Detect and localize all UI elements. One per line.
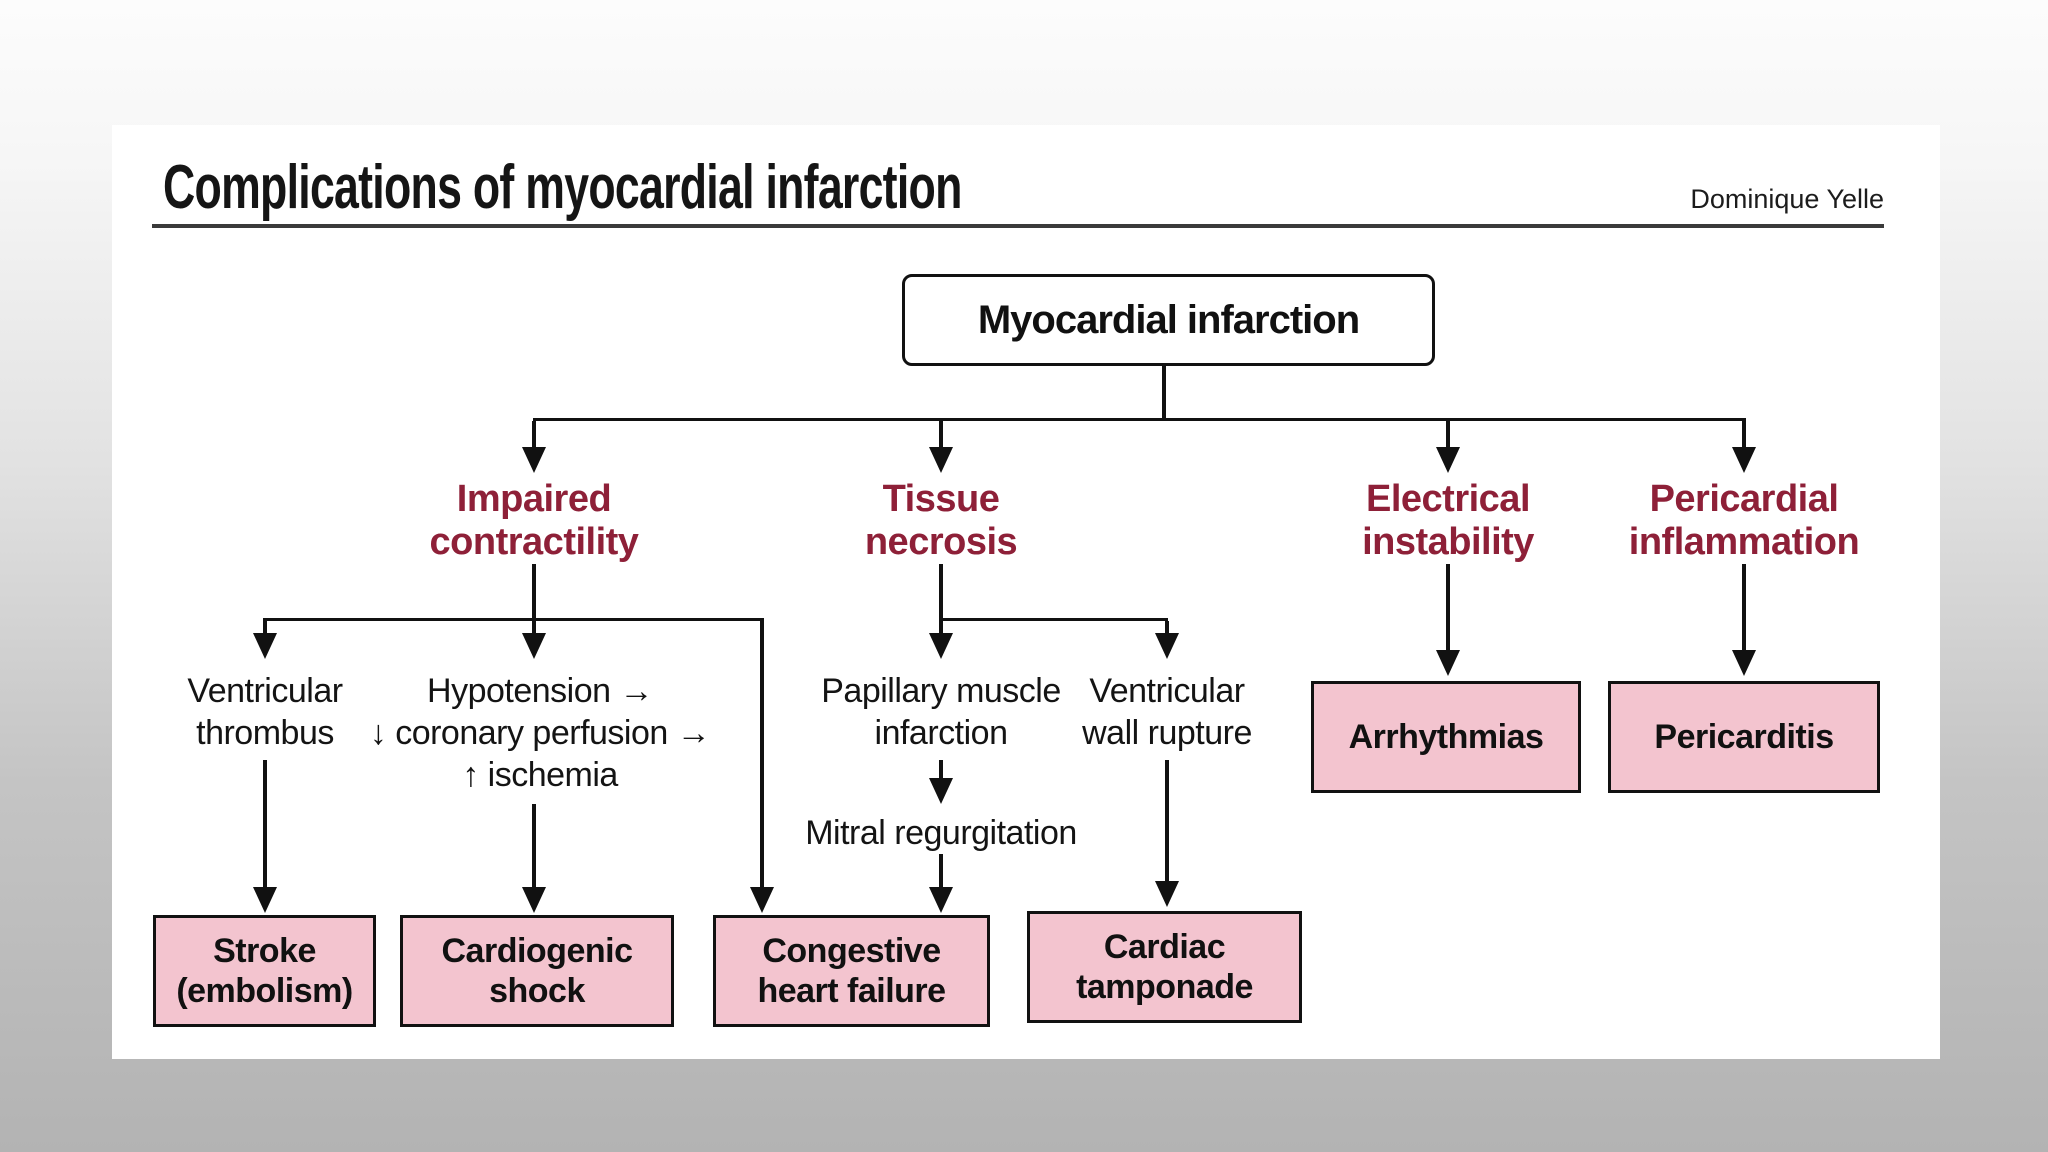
outcome-box-line: heart failure	[757, 972, 946, 1010]
node-line: wall rupture	[1082, 714, 1252, 752]
author-credit: Dominique Yelle	[1690, 184, 1884, 214]
outcome-box-stroke-embolism: Stroke (embolism)	[153, 915, 376, 1027]
connector-tissue-stem	[939, 564, 943, 618]
node-line: ↑ ischemia	[462, 756, 618, 794]
branch-label-line: contractility	[429, 521, 639, 563]
connector-to-thrombus	[263, 621, 267, 633]
connector-branch1-stem	[532, 421, 536, 447]
branch-label-line: necrosis	[864, 521, 1018, 563]
node-mitral-regurgitation: Mitral regurgitation	[741, 812, 1141, 854]
node-line: Mitral regurgitation	[805, 814, 1077, 852]
arrowhead-electrical-to-arrhythmias	[1436, 650, 1460, 676]
node-line: Papillary muscle	[821, 672, 1061, 710]
branch-label-electrical-instability: Electrical instability	[1288, 478, 1608, 564]
outcome-box-line: (embolism)	[176, 972, 353, 1010]
node-line: infarction	[874, 714, 1008, 752]
connector-rupture-to-tamponade	[1165, 760, 1169, 881]
outcome-box-cardiac-tamponade: Cardiac tamponade	[1027, 911, 1302, 1023]
arrowhead-to-wall-rupture	[1155, 633, 1179, 659]
branch-label-tissue-necrosis: Tissue necrosis	[781, 478, 1101, 564]
branch-label-line: instability	[1362, 521, 1534, 563]
arrowhead-branch3	[1436, 447, 1460, 473]
outcome-box-congestive-heart-failure: Congestive heart failure	[713, 915, 990, 1027]
node-line: Ventricular	[1089, 672, 1245, 710]
outcome-box-arrhythmias: Arrhythmias	[1311, 681, 1581, 793]
branch-label-line: inflammation	[1628, 521, 1860, 563]
arrowhead-papillary-to-mitral	[929, 778, 953, 804]
arrowhead-branch2	[929, 447, 953, 473]
connector-to-wall-rupture	[1165, 621, 1169, 633]
outcome-box-line: tamponade	[1076, 968, 1253, 1006]
arrowhead-to-thrombus	[253, 633, 277, 659]
outcome-box-pericarditis: Pericarditis	[1608, 681, 1880, 793]
connector-impaired-bar	[263, 618, 764, 621]
outcome-box-line: Cardiac	[1103, 928, 1226, 966]
arrowhead-impaired-to-chf	[750, 887, 774, 913]
branch-label-line: Electrical	[1366, 478, 1531, 520]
connector-root-stem	[1162, 366, 1166, 418]
outcome-box-line: Pericarditis	[1654, 718, 1834, 756]
node-line: Ventricular	[187, 672, 343, 710]
slide-page	[112, 125, 1940, 1059]
branch-label-pericardial-inflammation: Pericardial inflammation	[1584, 478, 1904, 564]
node-line: ↓ coronary perfusion →	[369, 714, 711, 752]
outcome-box-line: Arrhythmias	[1348, 718, 1544, 756]
arrowhead-thrombus-to-stroke	[253, 887, 277, 913]
node-hypotension-cascade: Hypotension → ↓ coronary perfusion → ↑ i…	[330, 670, 750, 796]
arrowhead-to-hypotension	[522, 633, 546, 659]
node-line: Hypotension →	[427, 672, 653, 710]
connector-branch2-stem	[939, 421, 943, 447]
connector-hypotension-to-shock	[532, 804, 536, 887]
connector-electrical-to-arrhythmias	[1446, 564, 1450, 650]
arrowhead-branch1	[522, 447, 546, 473]
outcome-box-line: Congestive	[762, 932, 941, 970]
arrowhead-pericardial-to-pericarditis	[1732, 650, 1756, 676]
connector-top-bar	[533, 418, 1746, 421]
outcome-box-line: Cardiogenic	[441, 932, 633, 970]
outcome-box-line: Stroke	[213, 932, 316, 970]
branch-label-impaired-contractility: Impaired contractility	[374, 478, 694, 564]
branch-label-line: Pericardial	[1649, 478, 1839, 520]
arrowhead-mitral-to-chf	[929, 887, 953, 913]
root-node-myocardial-infarction: Myocardial infarction	[902, 274, 1435, 366]
arrowhead-hypotension-to-shock	[522, 887, 546, 913]
title-rule	[152, 224, 1884, 228]
connector-pericardial-to-pericarditis	[1742, 564, 1746, 650]
connector-to-papillary	[939, 621, 943, 633]
connector-to-hypotension	[532, 621, 536, 633]
connector-impaired-stem	[532, 564, 536, 618]
outcome-box-line: shock	[489, 972, 585, 1010]
connector-branch3-stem	[1446, 421, 1450, 447]
branch-label-line: Impaired	[456, 478, 612, 520]
arrowhead-to-papillary	[929, 633, 953, 659]
node-ventricular-thrombus: Ventricular thrombus	[105, 670, 425, 754]
root-node-label: Myocardial infarction	[977, 297, 1360, 342]
branch-label-line: Tissue	[882, 478, 1000, 520]
connector-branch4-stem	[1742, 421, 1746, 447]
connector-tissue-bar	[939, 618, 1168, 621]
connector-impaired-to-chf	[760, 621, 764, 887]
page-title: Complications of myocardial infarction	[163, 153, 962, 222]
arrowhead-branch4	[1732, 447, 1756, 473]
connector-papillary-to-mitral	[939, 760, 943, 778]
connector-mitral-to-chf	[939, 854, 943, 887]
connector-thrombus-to-stroke	[263, 760, 267, 887]
node-ventricular-wall-rupture: Ventricular wall rupture	[1007, 670, 1327, 754]
node-line: thrombus	[196, 714, 334, 752]
outcome-box-cardiogenic-shock: Cardiogenic shock	[400, 915, 674, 1027]
node-papillary-muscle-infarction: Papillary muscle infarction	[781, 670, 1101, 754]
arrowhead-rupture-to-tamponade	[1155, 881, 1179, 907]
